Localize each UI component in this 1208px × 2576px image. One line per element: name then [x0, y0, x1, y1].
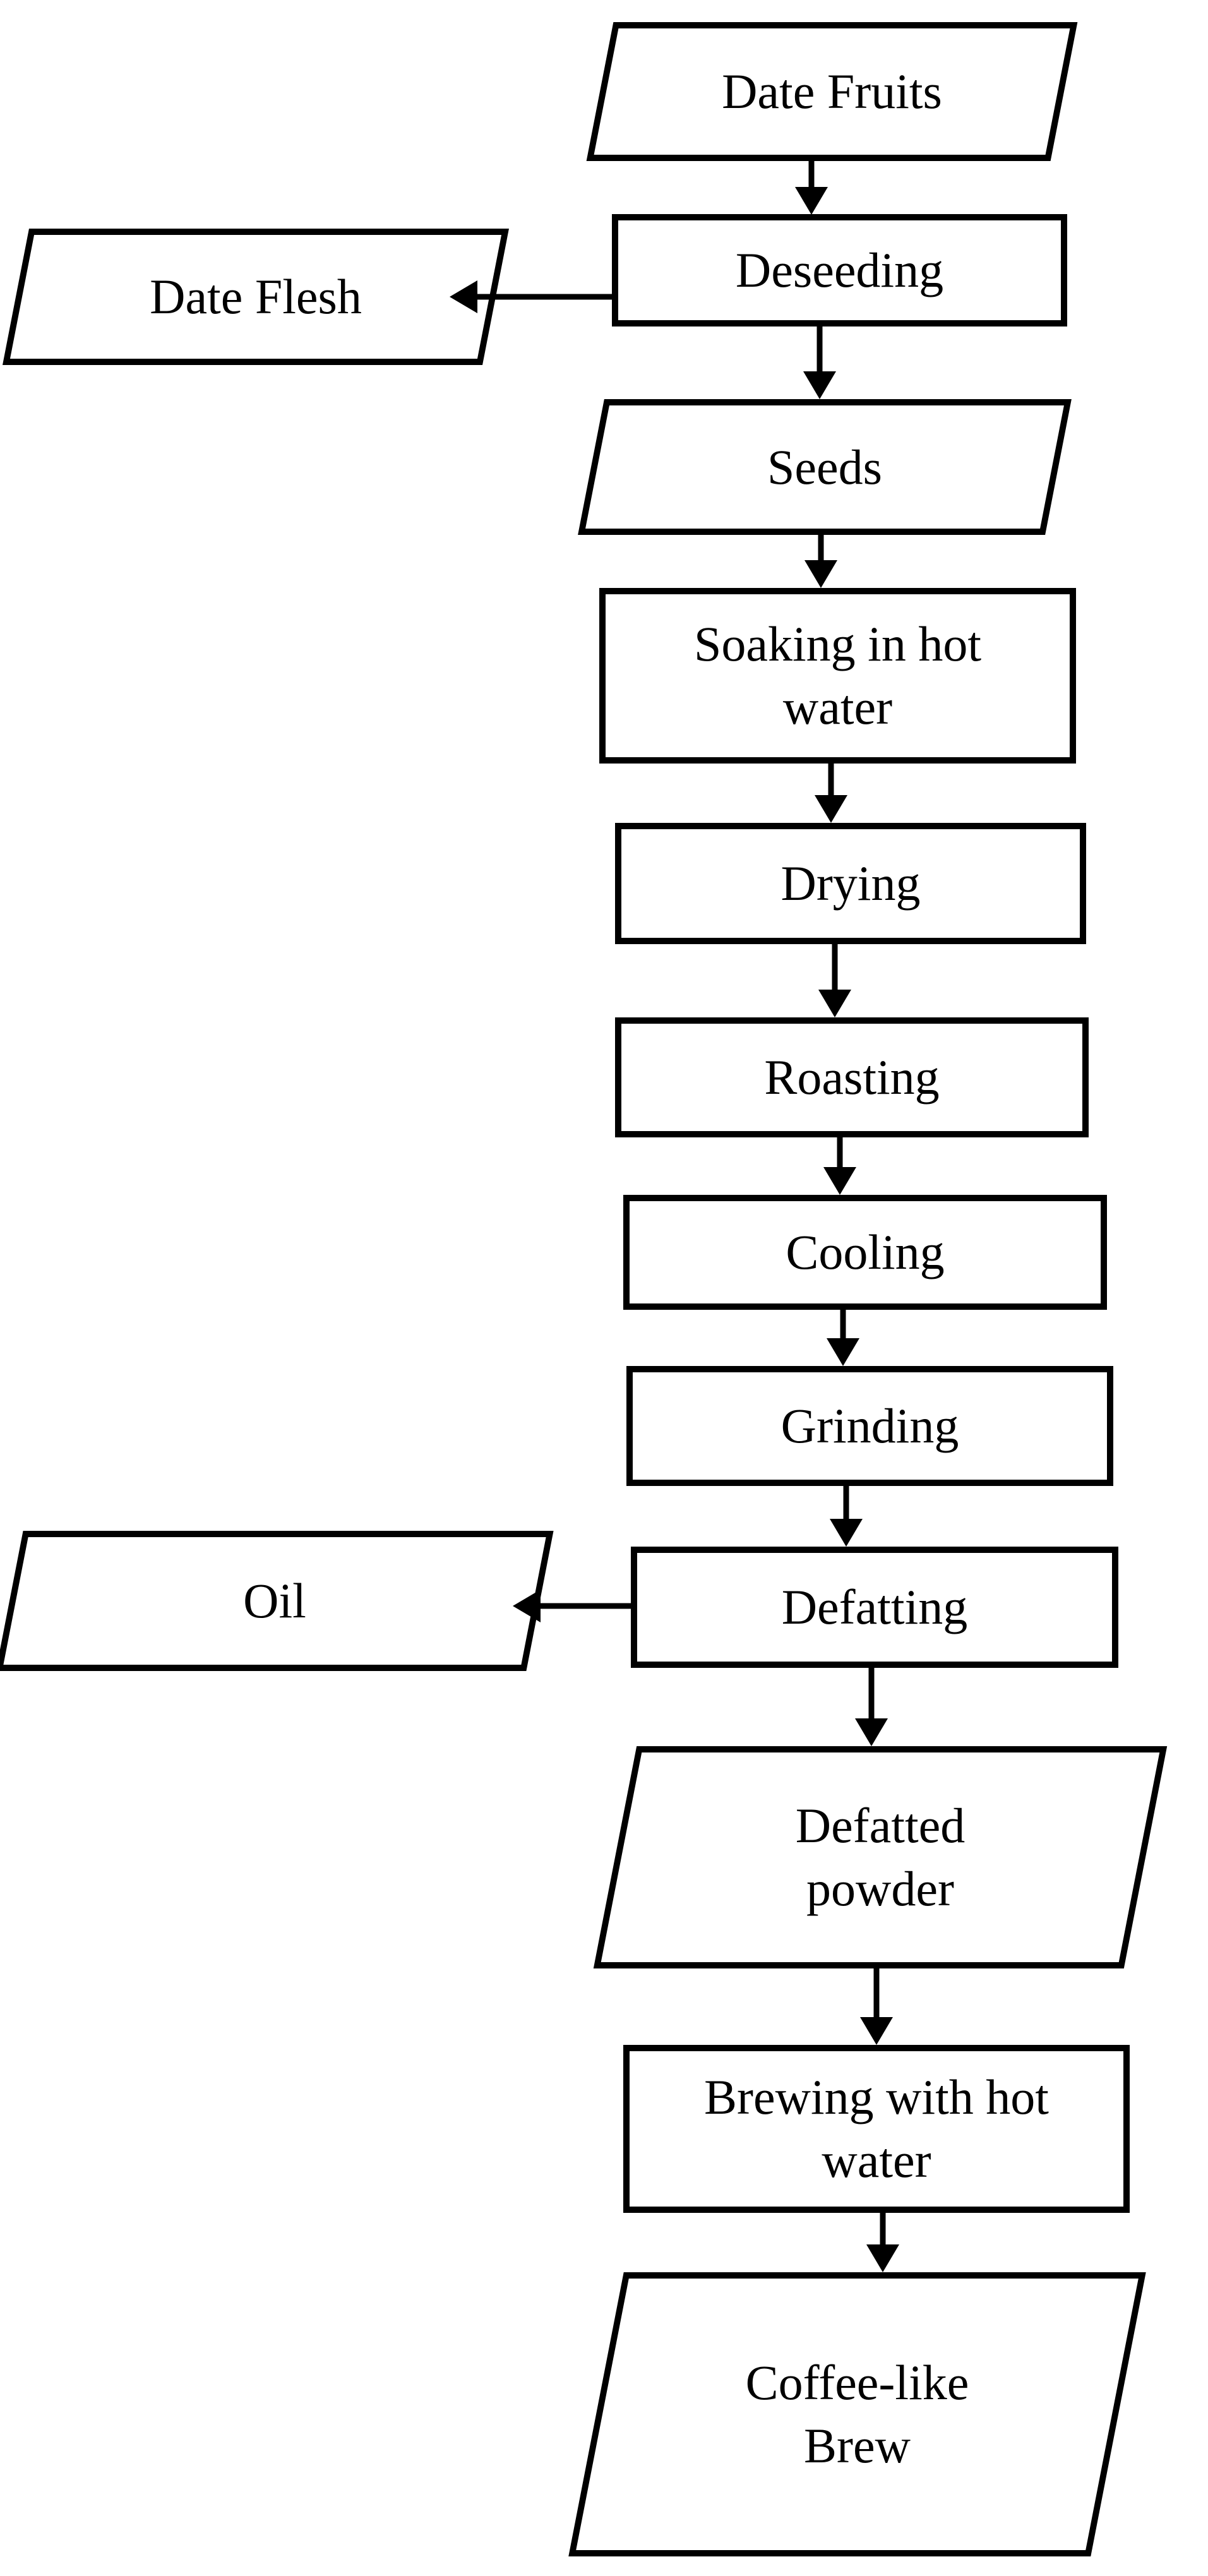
arrow-left-head: [513, 1590, 541, 1622]
node-label: Seeds: [767, 439, 882, 494]
node-deseeding: Deseeding: [612, 214, 1067, 326]
node-label: Oil: [243, 1573, 306, 1629]
arrow-shaft: [538, 1603, 631, 1609]
arrow-down-head: [818, 990, 851, 1017]
arrow-down-head: [860, 2017, 893, 2045]
arrow-left-head: [450, 280, 477, 313]
rectangle-shape: [626, 1366, 1113, 1486]
node-seeds: Seeds: [578, 399, 1072, 535]
arrow-shaft: [475, 294, 612, 300]
node-grinding: Grinding: [626, 1366, 1113, 1486]
arrow-shaft: [837, 1137, 843, 1170]
arrow-shaft: [808, 161, 815, 189]
node-label: Coffee-like Brew: [745, 2355, 969, 2473]
arrow-grinding-to-defatting: [830, 1485, 863, 1547]
arrow-shaft: [843, 1485, 849, 1521]
node-defatting: Defatting: [631, 1547, 1118, 1668]
node-date-fruits: Date Fruits: [586, 22, 1078, 161]
rectangle-shape: [612, 214, 1067, 326]
node-brewing: Brewing with hot water: [623, 2045, 1130, 2213]
arrow-defatted-powder-to-brewing: [860, 1968, 893, 2045]
arrow-down-head: [815, 795, 847, 823]
arrow-shaft: [873, 1968, 880, 2020]
arrow-brewing-to-coffee-like-brew: [866, 2213, 899, 2272]
rectangle-shape: [615, 1017, 1089, 1137]
arrow-shaft: [828, 764, 834, 798]
node-label: Soaking in hot water: [693, 616, 981, 734]
node-label: Defatting: [781, 1579, 968, 1635]
arrow-roasting-to-cooling: [823, 1137, 856, 1195]
arrow-shaft: [816, 326, 823, 374]
node-label: Defatted powder: [795, 1798, 966, 1916]
arrow-shaft: [818, 535, 824, 563]
node-label: Date Fruits: [722, 64, 942, 119]
node-defatted-powder: Defatted powder: [593, 1746, 1168, 1968]
arrow-down-head: [795, 187, 828, 215]
node-label: Brewing with hot water: [704, 2070, 1049, 2188]
arrow-defatting-to-defatted-powder: [855, 1668, 888, 1746]
arrow-deseeding-to-seeds: [803, 326, 836, 399]
rectangle-shape: [623, 1195, 1107, 1310]
rectangle-shape: [623, 2045, 1130, 2213]
arrow-defatting-to-oil: [513, 1590, 631, 1622]
rectangle-shape: [615, 823, 1086, 944]
node-oil: Oil: [0, 1531, 554, 1671]
node-label: Cooling: [786, 1225, 945, 1280]
arrow-down-head: [866, 2244, 899, 2272]
arrow-shaft: [840, 1310, 846, 1341]
arrow-down-head: [803, 371, 836, 399]
node-cooling: Cooling: [623, 1195, 1107, 1310]
arrow-deseeding-to-date-flesh: [450, 280, 612, 313]
node-drying: Drying: [615, 823, 1086, 944]
arrow-down-head: [830, 1519, 863, 1547]
node-date-flesh: Date Flesh: [3, 229, 509, 365]
node-label: Drying: [780, 856, 921, 911]
arrow-seeds-to-soaking: [804, 535, 837, 588]
arrow-down-head: [855, 1718, 888, 1746]
arrow-down-head: [827, 1338, 859, 1366]
node-label: Date Flesh: [150, 269, 362, 325]
node-coffee-like-brew: Coffee-like Brew: [568, 2272, 1146, 2556]
node-label: Roasting: [764, 1050, 940, 1105]
node-roasting: Roasting: [615, 1017, 1089, 1137]
arrow-soaking-to-drying: [815, 764, 847, 823]
arrow-down-head: [823, 1167, 856, 1195]
arrow-shaft: [880, 2213, 886, 2247]
arrow-shaft: [868, 1668, 875, 1721]
arrow-drying-to-roasting: [818, 944, 851, 1017]
rectangle-shape: [599, 588, 1076, 764]
node-label: Grinding: [780, 1398, 959, 1454]
node-soaking: Soaking in hot water: [599, 588, 1076, 764]
arrow-down-head: [804, 560, 837, 588]
arrow-cooling-to-grinding: [827, 1310, 859, 1366]
arrow-date-fruits-to-deseeding: [795, 161, 828, 215]
arrow-shaft: [832, 944, 838, 992]
node-label: Deseeding: [735, 243, 944, 298]
rectangle-shape: [631, 1547, 1118, 1668]
